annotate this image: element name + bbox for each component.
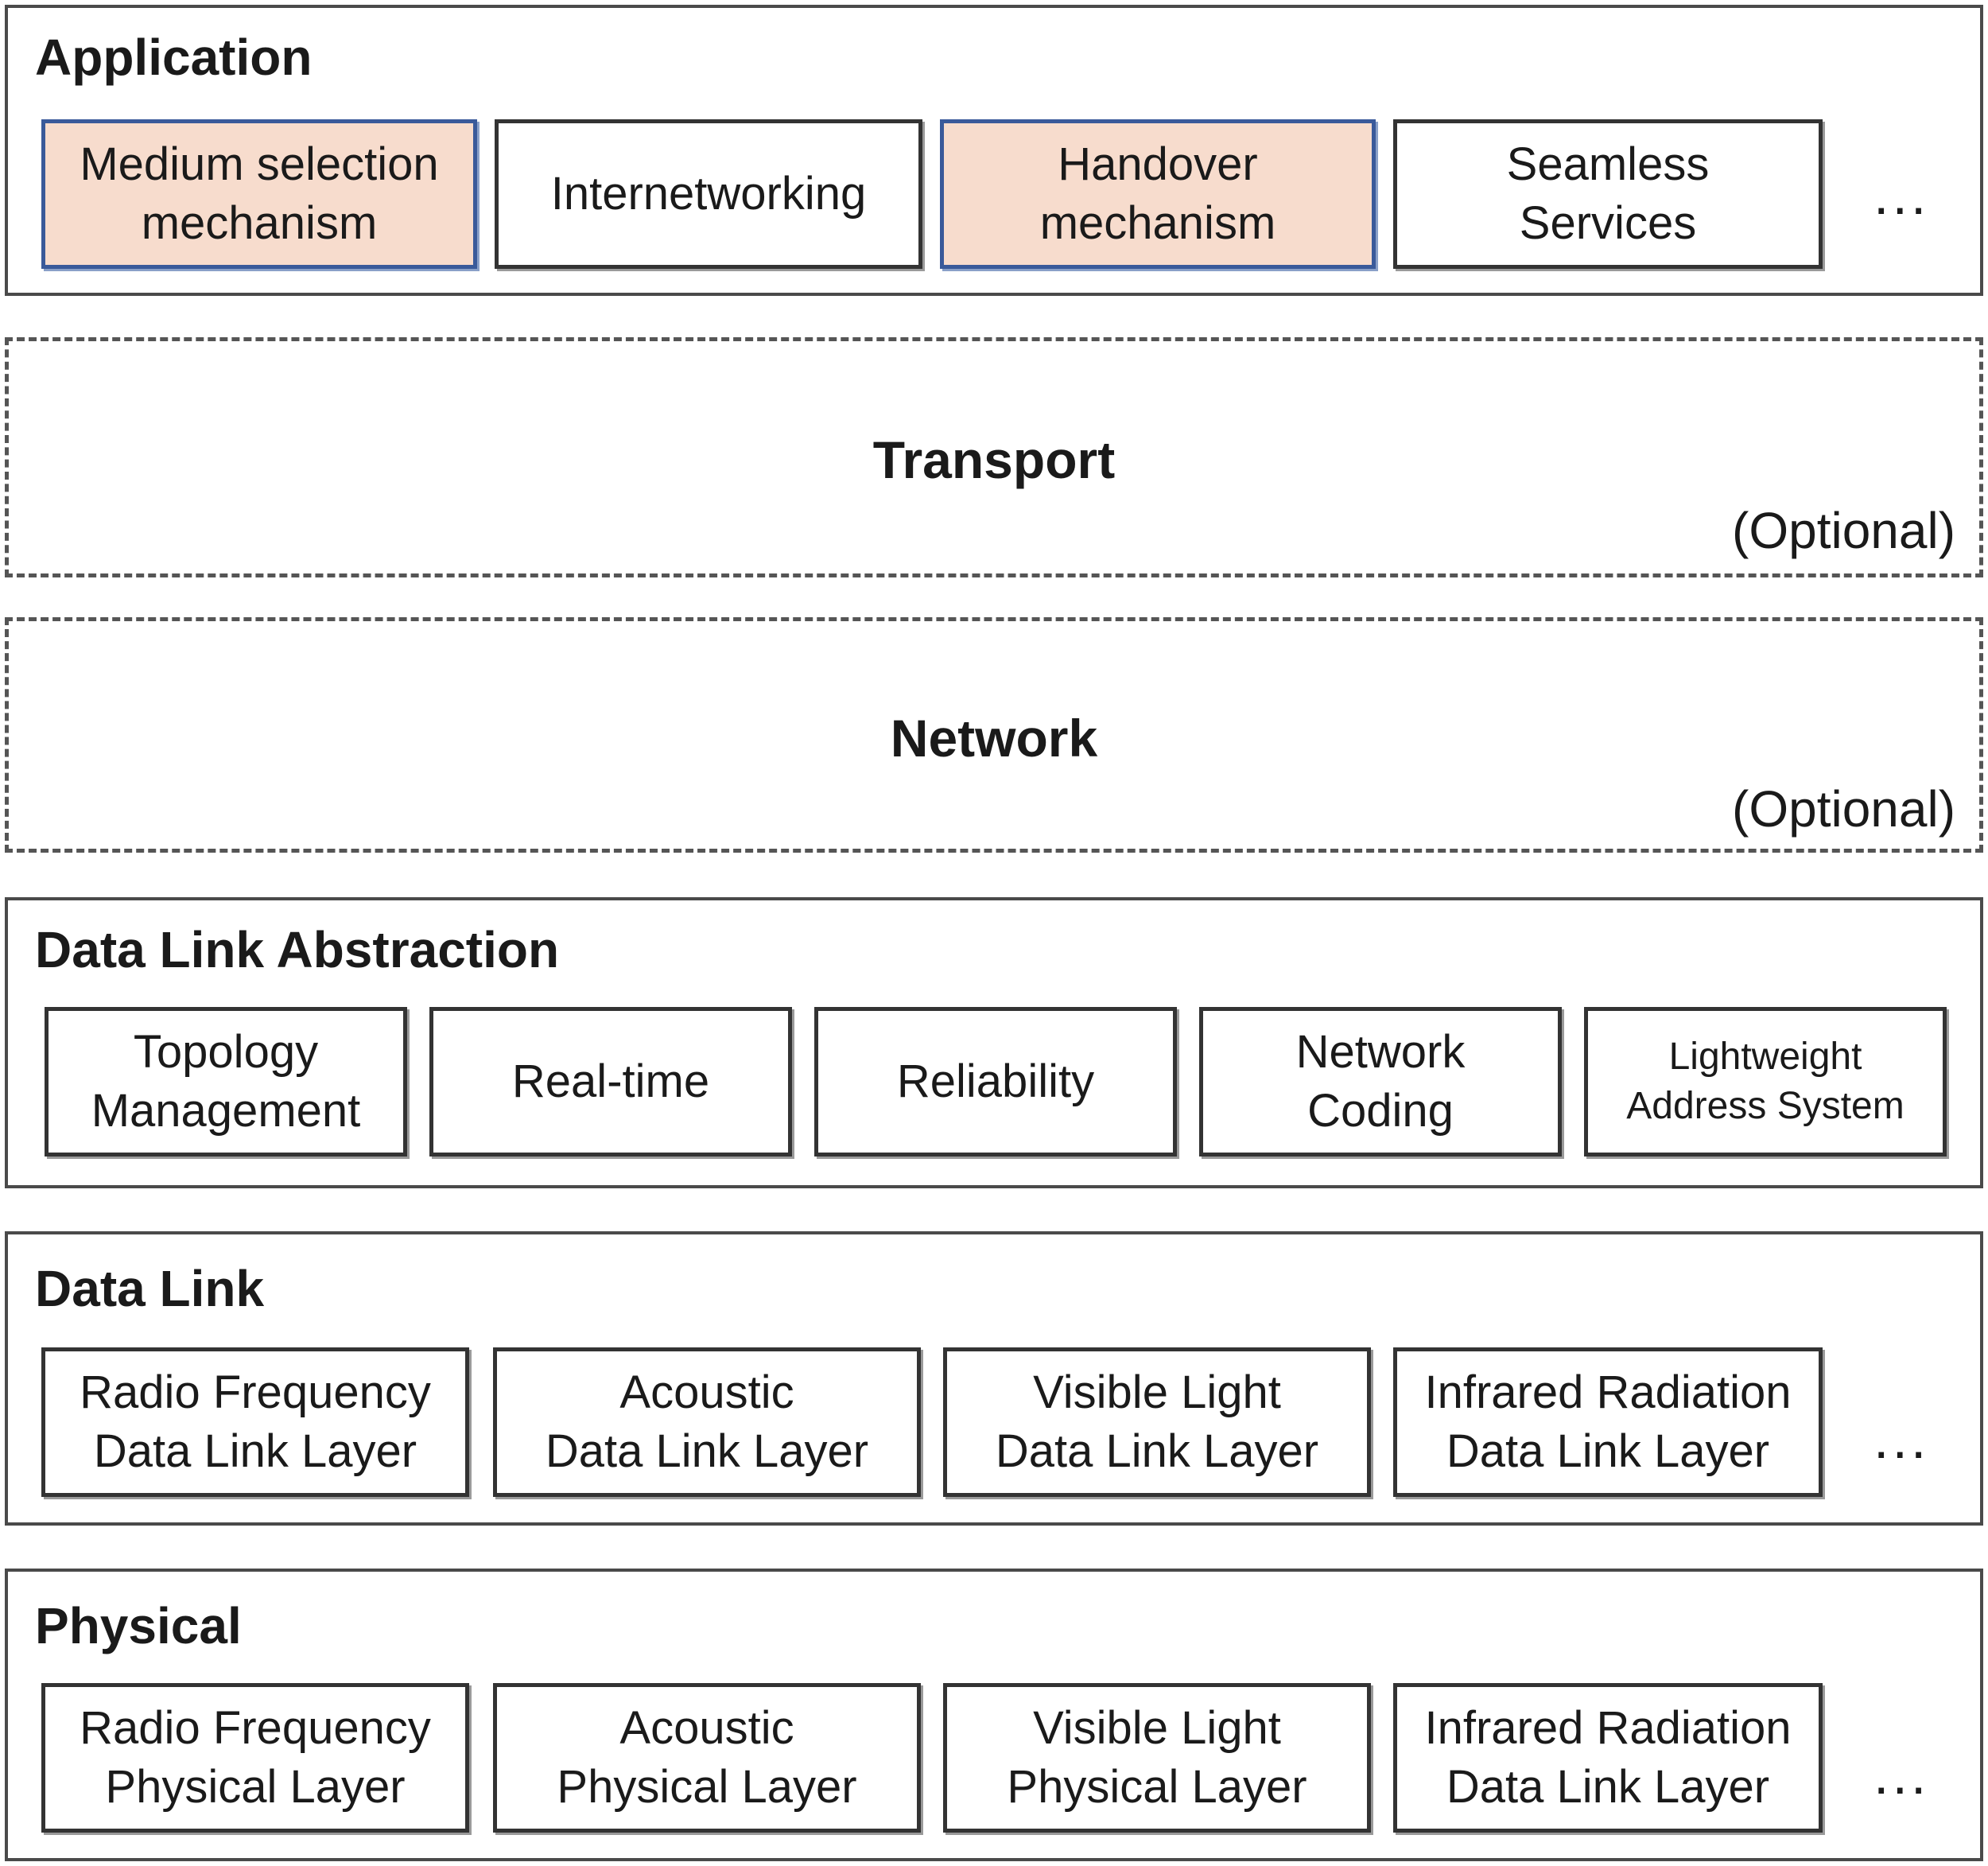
transport-optional-note: (Optional) xyxy=(1732,502,1955,559)
acoustic-data-link-box: Acoustic Data Link Layer xyxy=(493,1347,921,1497)
box-line: Infrared Radiation xyxy=(1424,1366,1792,1418)
network-coding-box: Network Coding xyxy=(1199,1007,1562,1157)
ellipsis: ... xyxy=(1873,1408,1930,1470)
acoustic-physical-box: Acoustic Physical Layer xyxy=(493,1683,921,1833)
box-line: Services xyxy=(1519,197,1697,249)
box-line: Topology xyxy=(133,1025,319,1078)
topology-management-box: Topology Management xyxy=(45,1007,407,1157)
box-line: Radio Frequency xyxy=(80,1701,431,1754)
box-line: Data Link Layer xyxy=(545,1425,869,1477)
box-line: Physical Layer xyxy=(1007,1761,1307,1813)
box-line: Visible Light xyxy=(1033,1366,1281,1418)
box-line: Network xyxy=(1295,1025,1466,1078)
box-line: mechanism xyxy=(141,197,378,249)
box-line: Visible Light xyxy=(1033,1701,1281,1754)
box-line: Acoustic xyxy=(619,1701,794,1754)
ellipsis: ... xyxy=(1873,164,1930,226)
application-layer-title: Application xyxy=(35,29,313,86)
network-layer-title: Network xyxy=(890,709,1098,768)
data-link-abstraction-title: Data Link Abstraction xyxy=(35,921,560,978)
data-link-title: Data Link xyxy=(35,1260,265,1317)
network-layer: Network (Optional) xyxy=(5,617,1983,853)
box-line: Data Link Layer xyxy=(1446,1425,1770,1477)
box-line: Address System xyxy=(1626,1085,1905,1127)
box-line: Management xyxy=(91,1085,361,1137)
box-line: Physical Layer xyxy=(557,1761,857,1813)
medium-selection-mechanism-box: Medium selection mechanism xyxy=(41,119,477,269)
box-line: Radio Frequency xyxy=(80,1366,431,1418)
box-line: Reliability xyxy=(896,1055,1095,1107)
box-line: Data Link Layer xyxy=(995,1425,1319,1477)
box-line: Acoustic xyxy=(619,1366,794,1418)
box-line: Data Link Layer xyxy=(1446,1761,1770,1813)
network-optional-note: (Optional) xyxy=(1732,780,1955,838)
data-link-layer: Data Link Radio Frequency Data Link Laye… xyxy=(5,1231,1983,1526)
visible-light-physical-box: Visible Light Physical Layer xyxy=(943,1683,1371,1833)
box-line: Infrared Radiation xyxy=(1424,1701,1792,1754)
seamless-services-box: Seamless Services xyxy=(1393,119,1823,269)
infrared-physical-box: Infrared Radiation Data Link Layer xyxy=(1393,1683,1823,1833)
lightweight-address-system-box: Lightweight Address System xyxy=(1584,1007,1947,1157)
ellipsis: ... xyxy=(1873,1744,1930,1806)
box-line: Real-time xyxy=(511,1055,710,1107)
physical-layer: Physical Radio Frequency Physical Layer … xyxy=(5,1569,1983,1861)
visible-light-data-link-box: Visible Light Data Link Layer xyxy=(943,1347,1371,1497)
real-time-box: Real-time xyxy=(429,1007,792,1157)
box-line: Medium selection xyxy=(80,138,439,190)
box-line: Coding xyxy=(1307,1085,1454,1137)
box-line: Seamless xyxy=(1506,138,1710,190)
box-line: mechanism xyxy=(1039,197,1276,249)
reliability-box: Reliability xyxy=(814,1007,1177,1157)
infrared-data-link-box: Infrared Radiation Data Link Layer xyxy=(1393,1347,1823,1497)
internetworking-box: Internetworking xyxy=(495,119,922,269)
transport-layer-title: Transport xyxy=(872,430,1116,489)
box-line: Physical Layer xyxy=(105,1761,406,1813)
physical-title: Physical xyxy=(35,1597,242,1654)
box-line: Lightweight xyxy=(1668,1035,1862,1078)
transport-layer: Transport (Optional) xyxy=(5,337,1983,577)
rf-physical-box: Radio Frequency Physical Layer xyxy=(41,1683,469,1833)
rf-data-link-box: Radio Frequency Data Link Layer xyxy=(41,1347,469,1497)
handover-mechanism-box: Handover mechanism xyxy=(940,119,1376,269)
box-line: Internetworking xyxy=(550,167,867,220)
data-link-abstraction-layer: Data Link Abstraction Topology Managemen… xyxy=(5,897,1983,1188)
box-line: Data Link Layer xyxy=(93,1425,417,1477)
box-line: Handover xyxy=(1058,138,1258,190)
application-layer: Application Medium selection mechanism I… xyxy=(5,5,1983,296)
